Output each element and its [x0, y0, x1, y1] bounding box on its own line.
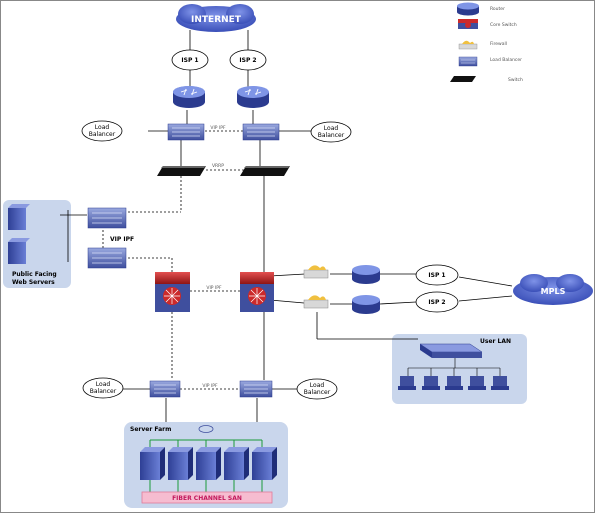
svg-text:Balancer: Balancer	[89, 131, 116, 138]
isp1-right-node: ISP 1	[415, 264, 459, 286]
wan-device-top	[303, 265, 329, 279]
firewall-right	[240, 166, 290, 176]
svg-text:Load: Load	[96, 381, 111, 388]
vip-bottom-label: VIP IPF	[202, 383, 218, 389]
legend-switch-icon	[450, 76, 476, 82]
lb-oval-top-right: Load Balancer	[310, 121, 352, 143]
svg-text:Balancer: Balancer	[318, 132, 345, 139]
svg-text:FIBER CHANNEL SAN: FIBER CHANNEL SAN	[172, 495, 242, 502]
svg-text:ISP 2: ISP 2	[239, 57, 256, 64]
router-right-bottom	[352, 295, 380, 314]
server-2	[168, 447, 193, 480]
legend-load-balancer-icon	[458, 56, 478, 67]
server-1	[140, 447, 165, 480]
user-pc-2	[422, 376, 440, 390]
internet-label: INTERNET	[191, 15, 242, 25]
svg-text:Load: Load	[95, 124, 110, 131]
load-balancer-top-right	[242, 123, 280, 141]
user-pc-1	[398, 376, 416, 390]
mpls-cloud: MPLS	[513, 274, 593, 305]
isp2-node: ISP 2	[229, 49, 267, 71]
legend: Router Core Switch Firewall Load Balance…	[450, 2, 523, 83]
svg-text:Load: Load	[310, 382, 325, 389]
web-server-top	[8, 204, 30, 230]
server-3	[196, 447, 221, 480]
user-lan-cabling	[407, 358, 501, 376]
vrrp-label: VRRP	[212, 163, 224, 169]
svg-text:Balancer: Balancer	[304, 389, 331, 396]
load-balancer-top-left	[167, 123, 205, 141]
internet-cloud: INTERNET	[176, 4, 256, 32]
web-load-balancer-bottom	[87, 247, 127, 269]
router-top-right	[237, 86, 269, 108]
svg-text:Balancer: Balancer	[90, 388, 117, 395]
legend-core-switch-icon	[458, 19, 478, 29]
svg-text:Load: Load	[324, 125, 339, 132]
firewall-left	[157, 166, 206, 176]
isp2-right-node: ISP 2	[415, 291, 459, 313]
web-load-balancer-top	[87, 207, 127, 229]
user-lan-switch	[419, 343, 483, 358]
vip-top-label: VIP IPF	[210, 125, 226, 131]
user-pc-4	[468, 376, 486, 390]
core-switch-left	[155, 272, 190, 312]
svg-text:ISP 1: ISP 1	[181, 57, 198, 64]
legend-router-icon	[457, 2, 479, 16]
connections	[60, 30, 513, 422]
core-switch-right	[240, 272, 274, 312]
vip-left-label: VIP IPF	[110, 236, 134, 243]
server-5	[252, 447, 277, 480]
wan-device-bottom	[303, 295, 329, 309]
legend-core-switch-label: Core Switch	[490, 22, 517, 28]
server-farm-label: Server Farm	[130, 426, 171, 433]
mpls-label: MPLS	[541, 287, 566, 296]
svg-text:ISP 2: ISP 2	[428, 299, 445, 306]
lb-oval-bottom-left: Load Balancer	[82, 377, 124, 399]
server-4	[224, 447, 249, 480]
web-server-bottom	[8, 238, 30, 264]
legend-load-balancer-label: Load Balancer	[490, 57, 522, 63]
lb-oval-bottom-right: Load Balancer	[296, 378, 338, 400]
load-balancer-bottom-right	[239, 380, 273, 398]
router-top-left	[173, 86, 205, 108]
router-right-top	[352, 265, 380, 284]
legend-firewall-label: Firewall	[490, 41, 507, 47]
cloud-icon	[198, 425, 214, 433]
web-servers-label-2: Web Servers	[12, 279, 55, 286]
legend-firewall-icon	[458, 40, 478, 50]
web-servers-label-1: Public Facing	[12, 271, 57, 278]
legend-router-label: Router	[490, 6, 505, 12]
legend-switch-label: Switch	[508, 77, 523, 83]
load-balancer-bottom-left	[149, 380, 181, 398]
user-pc-3	[445, 376, 463, 390]
lb-oval-top-left: Load Balancer	[81, 120, 123, 142]
fiber-channel-san: FIBER CHANNEL SAN	[141, 491, 273, 504]
user-pc-5	[491, 376, 509, 390]
svg-text:ISP 1: ISP 1	[428, 272, 445, 279]
vip-core-label: VIP IPF	[206, 285, 222, 291]
server-farm-cabling	[149, 439, 263, 492]
user-lan-label: User LAN	[480, 338, 511, 345]
isp1-node: ISP 1	[171, 49, 209, 71]
